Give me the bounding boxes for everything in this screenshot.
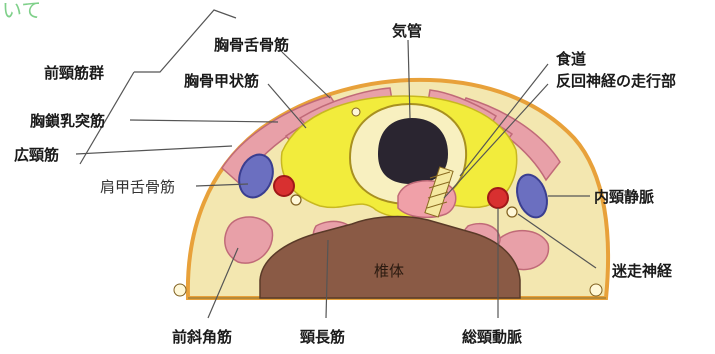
common-carotid-artery-left: [274, 176, 294, 196]
label-longus-colli: 頸長筋: [300, 328, 345, 346]
label-recurrent-nerve-course: 反回神経の走行部: [556, 72, 676, 90]
label-platysma: 広頸筋: [14, 146, 59, 164]
fat-nodule-right: [590, 284, 602, 296]
label-vertebral-body: 椎体: [374, 262, 404, 280]
label-vagus-nerve: 迷走神経: [612, 262, 672, 280]
vagus-nerve-left: [291, 195, 301, 205]
label-trachea: 気管: [392, 22, 422, 40]
vagus-nerve-right: [507, 207, 517, 217]
label-anterior-scalene: 前斜角筋: [172, 328, 232, 346]
label-internal-jugular-vein: 内頸静脈: [594, 188, 654, 206]
leader-scm: [130, 120, 278, 122]
label-sternocleidomastoid: 胸鎖乳突筋: [30, 112, 105, 130]
label-esophagus: 食道: [556, 50, 586, 68]
leader-platysma: [76, 146, 232, 154]
common-carotid-artery-right: [488, 188, 508, 208]
label-anterior-neck-muscle-group: 前頸筋群: [44, 64, 104, 82]
leader-sternohyoid: [282, 52, 330, 98]
label-sternohyoid: 胸骨舌骨筋: [214, 36, 289, 54]
label-sternothyroid: 胸骨甲状筋: [184, 72, 259, 90]
fat-nodule-left: [174, 284, 186, 296]
label-common-carotid-artery: 総頸動脈: [462, 328, 522, 346]
label-omohyoid: 肩甲舌骨筋: [100, 178, 175, 196]
small-node: [352, 108, 360, 116]
